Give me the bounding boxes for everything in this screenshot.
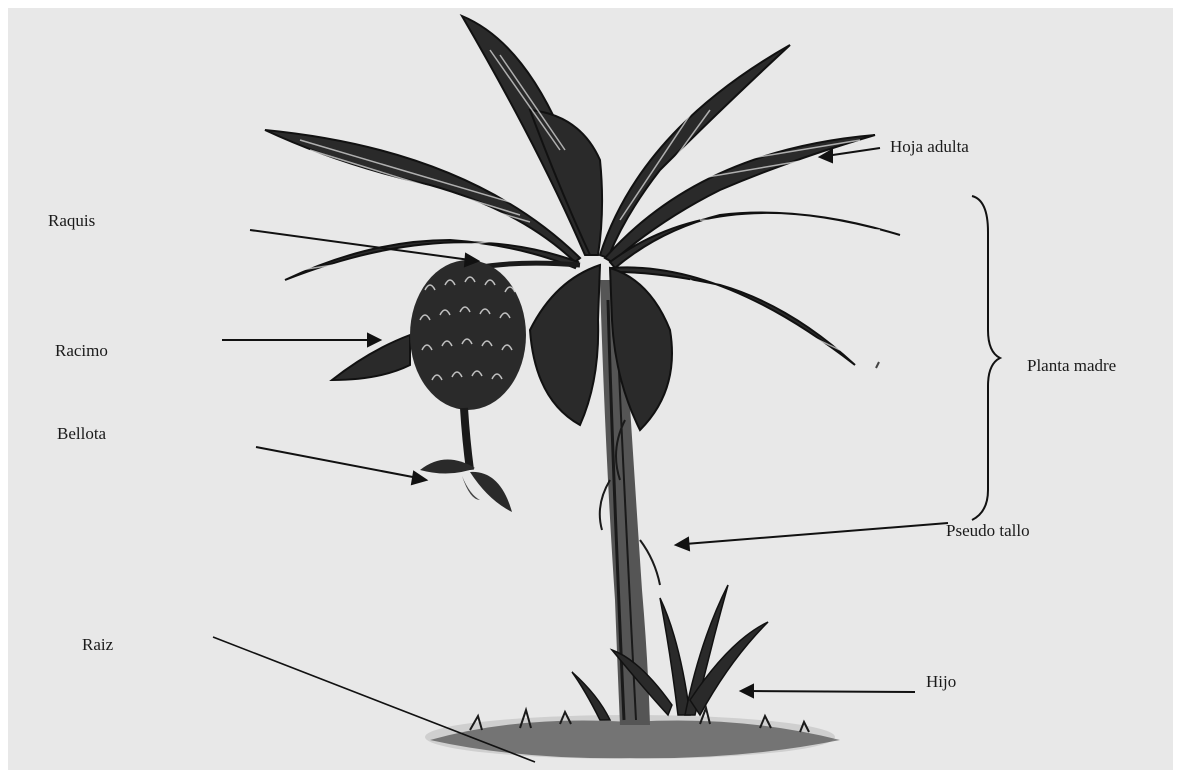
arrow-hoja-adulta xyxy=(826,148,880,156)
label-raquis: Raquis xyxy=(48,211,95,230)
arrow-pseudo-tallo xyxy=(685,523,948,544)
arrowhead-hijo xyxy=(741,685,753,697)
label-hijo: Hijo xyxy=(926,672,956,691)
arrow-hijo xyxy=(750,691,915,692)
label-hoja-adulta: Hoja adulta xyxy=(890,137,969,156)
arrow-raiz xyxy=(213,637,535,762)
stray-mark xyxy=(876,362,879,368)
label-planta-madre: Planta madre xyxy=(1027,356,1116,375)
label-pseudo-tallo: Pseudo tallo xyxy=(946,521,1030,540)
arrowhead-bellota xyxy=(412,472,426,484)
label-bellota: Bellota xyxy=(57,424,107,443)
arrow-bellota xyxy=(256,447,418,478)
sucker-plant-illustration xyxy=(572,585,768,720)
arrowhead-pseudo-tallo xyxy=(676,538,689,550)
arrowhead-racimo xyxy=(368,334,380,346)
label-raiz: Raiz xyxy=(82,635,114,654)
banana-bunch-illustration xyxy=(410,260,526,410)
bell-flower-illustration xyxy=(420,408,512,512)
planta-madre-brace xyxy=(972,196,1000,520)
label-racimo: Racimo xyxy=(55,341,108,360)
leaves-illustration xyxy=(265,16,900,430)
